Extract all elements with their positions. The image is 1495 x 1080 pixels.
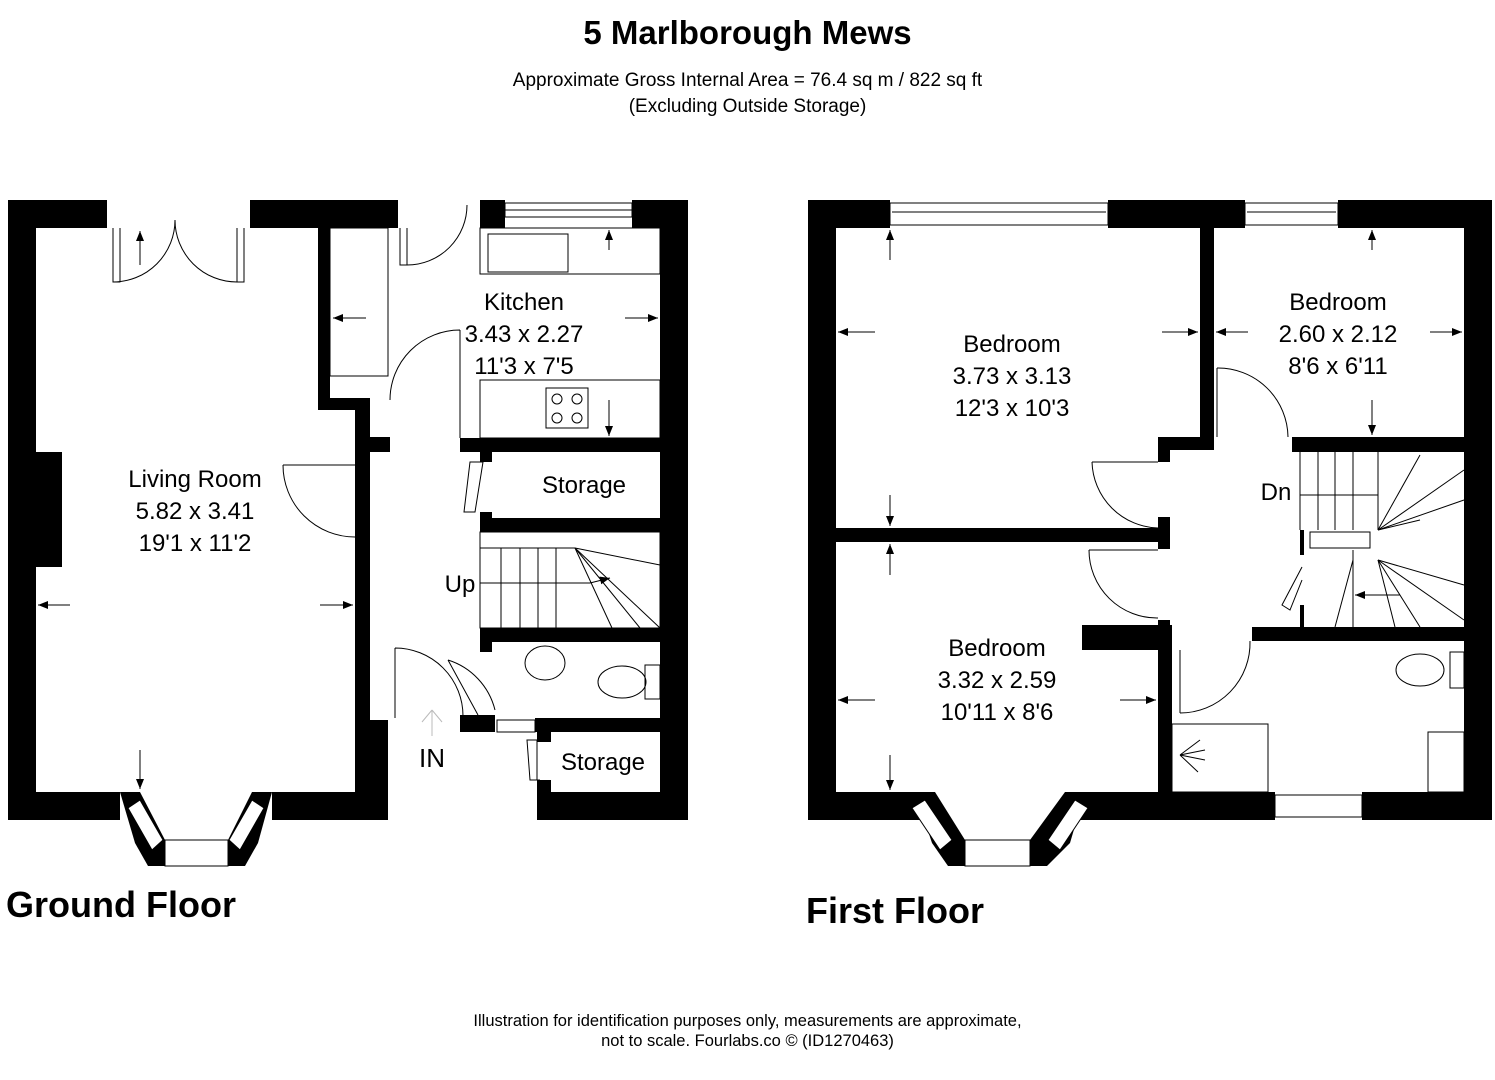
living-room-imperial: 19'1 x 11'2: [139, 530, 252, 557]
first-floor-label: First Floor: [806, 890, 984, 931]
basin-icon: [1427, 731, 1465, 793]
ground-floor-label: Ground Floor: [6, 884, 236, 925]
shower-icon: [1171, 723, 1269, 793]
living-room-label: Living Room: [128, 466, 261, 493]
disclaimer-line-1: Illustration for identification purposes…: [473, 1012, 1022, 1030]
page-title: 5 Marlborough Mews: [583, 14, 912, 51]
toilet-icon: [1395, 653, 1445, 687]
stairs-up: [479, 531, 661, 629]
kitchen-imperial: 11'3 x 7'5: [474, 353, 573, 380]
kitchen-metric: 3.43 x 2.27: [465, 321, 584, 348]
window: [889, 202, 1109, 226]
bay-window: [164, 839, 229, 867]
bedroom-1-imperial: 12'3 x 10'3: [955, 395, 1070, 422]
bedroom-3-imperial: 10'11 x 8'6: [941, 699, 1054, 726]
sink-icon: [487, 233, 569, 273]
basin-icon: [524, 645, 566, 681]
outside-storage-label: Storage: [561, 749, 645, 776]
entrance-label: IN: [419, 743, 445, 773]
bedroom-2-imperial: 8'6 x 6'11: [1288, 353, 1387, 380]
bedroom-3-label: Bedroom: [948, 635, 1045, 662]
gross-area: Approximate Gross Internal Area = 76.4 s…: [512, 70, 983, 91]
chimney-breast: [8, 452, 62, 567]
bedroom-2-label: Bedroom: [1289, 289, 1386, 316]
storage-label: Storage: [542, 472, 626, 499]
bedroom-1-label: Bedroom: [963, 331, 1060, 358]
bedroom-3-metric: 3.32 x 2.59: [938, 667, 1057, 694]
area-note: (Excluding Outside Storage): [628, 96, 867, 117]
bedroom-1-metric: 3.73 x 3.13: [953, 363, 1072, 390]
kitchen-label: Kitchen: [484, 289, 564, 316]
toilet-icon: [597, 665, 647, 699]
first-floor-plan: Bedroom 3.73 x 3.13 12'3 x 10'3 Bedroom …: [808, 200, 1492, 867]
stairs-down-label: Dn: [1261, 479, 1292, 506]
ground-floor-plan: Living Room 5.82 x 3.41 19'1 x 11'2 Kitc…: [8, 200, 688, 867]
stairs-down: [1299, 452, 1465, 628]
hob-icon: [545, 387, 589, 429]
living-room-metric: 5.82 x 3.41: [136, 498, 255, 525]
stairs-up-label: Up: [445, 571, 476, 598]
kitchen-worktop: [329, 227, 389, 377]
disclaimer-line-2: not to scale. Fourlabs.co © (ID1270463): [601, 1032, 894, 1050]
window: [1244, 202, 1339, 226]
bedroom-2-metric: 2.60 x 2.12: [1279, 321, 1398, 348]
bay-window: [964, 839, 1031, 867]
bathroom-window: [1274, 794, 1363, 818]
